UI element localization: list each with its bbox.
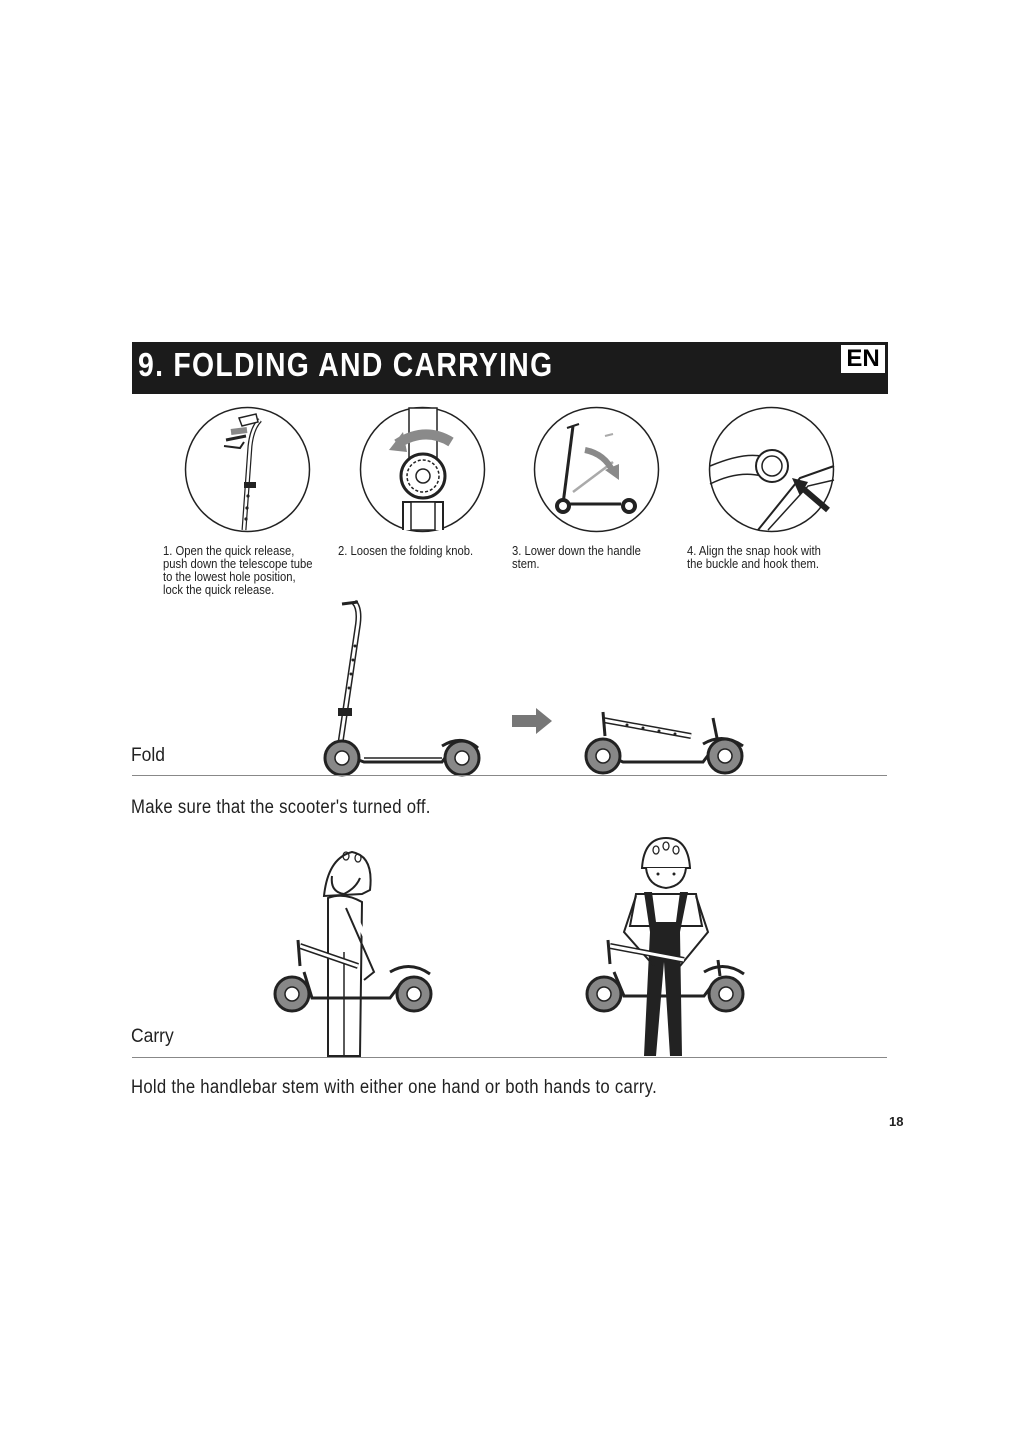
carry-one-hand-illustration — [270, 842, 436, 1060]
step-2-text: 2. Loosen the folding knob. — [338, 545, 473, 558]
scooter-folded-illustration — [583, 706, 747, 778]
page-number: 18 — [889, 1114, 903, 1129]
language-badge: EN — [841, 345, 885, 373]
step-3-illustration — [533, 406, 660, 533]
carry-both-hands-illustration — [584, 836, 748, 1060]
arrow-right-icon — [512, 708, 554, 734]
fold-label: Fold — [131, 745, 165, 767]
section-header: 9. FOLDING AND CARRYING EN — [132, 342, 888, 394]
carry-note: Hold the handlebar stem with either one … — [131, 1077, 657, 1099]
step-3-text: 3. Lower down the handle stem. — [512, 545, 641, 571]
carry-label: Carry — [131, 1026, 174, 1048]
fold-divider — [132, 775, 887, 776]
section-title: 9. FOLDING AND CARRYING — [138, 346, 553, 384]
fold-note: Make sure that the scooter's turned off. — [131, 797, 431, 819]
step-4-text: 4. Align the snap hook with the buckle a… — [687, 545, 821, 571]
step-2-illustration — [359, 406, 486, 533]
step-1-text: 1. Open the quick release, push down the… — [163, 545, 312, 597]
step-1-illustration — [184, 406, 311, 533]
scooter-upright-illustration — [318, 596, 484, 778]
carry-divider — [132, 1057, 887, 1058]
step-4-illustration — [708, 406, 835, 533]
